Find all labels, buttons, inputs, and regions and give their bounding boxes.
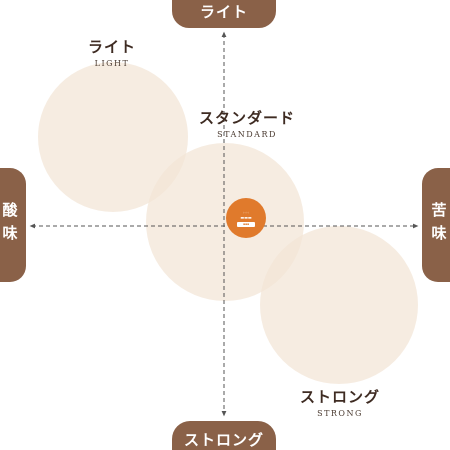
axis-label-bottom: ストロング	[172, 421, 276, 450]
axis-label-right: 苦味	[422, 168, 450, 282]
zone-label-light: ライト LIGHT	[72, 36, 152, 68]
zone-label-standard-en: STANDARD	[217, 130, 277, 139]
zone-label-standard: スタンダード STANDARD	[192, 107, 302, 139]
zone-label-standard-jp: スタンダード	[198, 109, 295, 127]
axis-label-left: 酸味	[0, 168, 26, 282]
product-logo-badge-icon: ◦◦◦ ▬▬▬ ▪▪▪	[226, 198, 266, 238]
zone-label-strong-en: STRONG	[317, 409, 363, 418]
badge-mark-top: ◦◦◦	[242, 209, 250, 215]
zone-label-light-en: LIGHT	[94, 59, 130, 68]
zone-label-light-jp: ライト	[87, 38, 136, 56]
zone-label-strong-jp: ストロング	[299, 388, 380, 406]
strong-zone-circle	[260, 226, 418, 384]
badge-mark-middle: ▬▬▬	[240, 214, 252, 220]
zone-label-strong: ストロング STRONG	[290, 386, 390, 418]
badge-mark-box: ▪▪▪	[237, 221, 255, 227]
axis-label-top: ライト	[172, 0, 276, 28]
